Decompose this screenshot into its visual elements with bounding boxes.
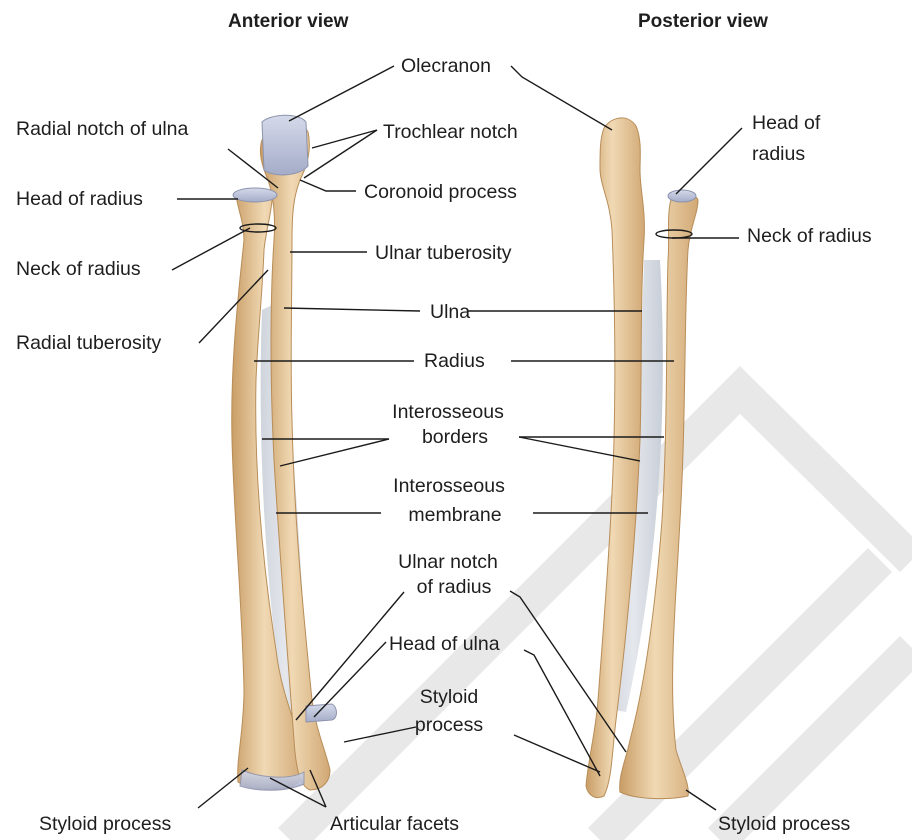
label-ulna: Ulna — [430, 301, 470, 323]
heading-anterior-view: Anterior view — [228, 11, 349, 32]
label-head-of-radius-right-line2: radius — [752, 143, 805, 165]
leader-ulna-left — [284, 308, 420, 311]
label-styloid-process-center-line2: process — [415, 714, 484, 736]
label-ulnar-notch-line1: Ulnar notch — [398, 551, 498, 573]
leader-olecranon-right — [511, 66, 612, 130]
leader-styloid-right — [686, 790, 716, 810]
leader-trochlear-notch-a — [312, 130, 377, 148]
label-ulnar-tuberosity: Ulnar tuberosity — [375, 242, 512, 264]
radial-head-cartilage-anterior — [233, 188, 277, 202]
label-olecranon: Olecranon — [401, 55, 491, 77]
label-head-of-radius-right-line1: Head of — [752, 112, 821, 134]
anterior-forearm-illustration — [232, 115, 337, 790]
label-styloid-process-center-line1: Styloid — [420, 686, 479, 708]
leader-olecranon-left — [289, 66, 394, 121]
label-interosseous-membrane-line1: Interosseous — [393, 475, 505, 497]
label-ulnar-notch-line2: of radius — [417, 576, 492, 598]
leader-neck-of-radius-left — [172, 228, 250, 270]
label-styloid-process-left: Styloid process — [39, 813, 171, 835]
label-interosseous-membrane-line2: membrane — [408, 504, 501, 526]
label-head-of-ulna: Head of ulna — [389, 633, 500, 655]
leader-coronoid-process — [300, 180, 356, 191]
leader-interosseous-borders-b — [280, 439, 389, 466]
heading-posterior-view: Posterior view — [638, 11, 768, 32]
label-styloid-process-right: Styloid process — [718, 813, 850, 835]
leader-trochlear-notch-b — [304, 130, 377, 178]
leader-head-of-ulna-right — [524, 650, 600, 776]
label-neck-of-radius-left: Neck of radius — [16, 258, 141, 280]
radial-head-cartilage-posterior — [668, 190, 696, 202]
leader-styloid-left — [198, 768, 248, 808]
ulnar-head-cartilage-anterior — [306, 704, 337, 722]
label-radial-tuberosity: Radial tuberosity — [16, 332, 161, 354]
label-radial-notch-of-ulna: Radial notch of ulna — [16, 118, 189, 140]
label-coronoid-process: Coronoid process — [364, 181, 517, 203]
label-neck-of-radius-right: Neck of radius — [747, 225, 872, 247]
leader-head-of-radius-right — [676, 128, 742, 194]
label-trochlear-notch: Trochlear notch — [383, 121, 518, 143]
label-interosseous-borders-line2: borders — [422, 426, 488, 448]
label-articular-facets: Articular facets — [330, 813, 459, 835]
label-head-of-radius-left: Head of radius — [16, 188, 143, 210]
label-interosseous-borders-line1: Interosseous — [392, 401, 504, 423]
trochlear-cartilage-anterior — [262, 115, 308, 175]
label-radius: Radius — [424, 350, 485, 372]
ulna-posterior — [586, 118, 644, 798]
leader-ulnar-notch-radius-left — [296, 592, 404, 720]
leader-head-of-ulna-left — [314, 642, 386, 717]
posterior-forearm-illustration — [586, 118, 698, 799]
